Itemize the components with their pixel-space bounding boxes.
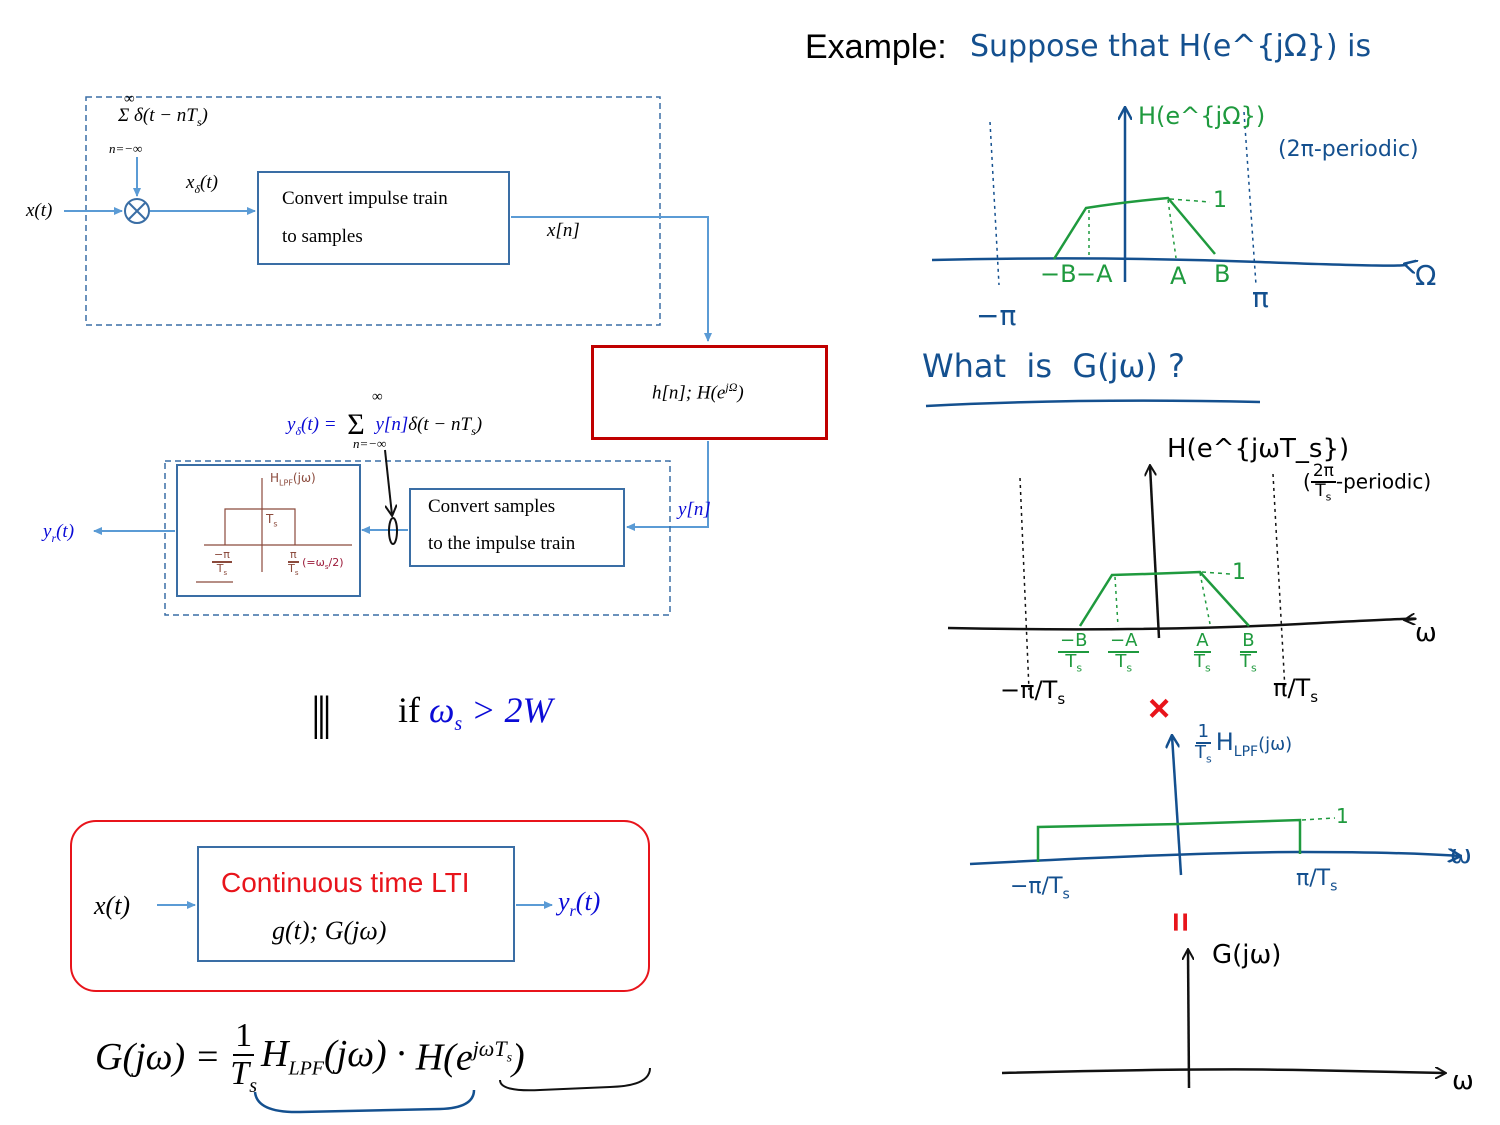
lpf-sketch-height: Ts: [266, 512, 278, 529]
ydelta-marker: [388, 517, 398, 545]
plot2-axes: [947, 466, 1417, 691]
times-symbol: ×: [1148, 688, 1171, 730]
plot2-curve: [1078, 570, 1250, 627]
plot1-curve: [1052, 196, 1216, 260]
lpf-sketch-title: HLPF(jω): [270, 471, 316, 488]
plot1-ylabel: H(e^{jΩ}): [1138, 102, 1266, 130]
plot3-axes: [969, 736, 1460, 876]
ydelta-sum-bottom: n=−∞: [353, 436, 387, 451]
yn-label: y[n]: [678, 499, 711, 520]
xt-input-label: x(t): [26, 200, 53, 221]
question-text: What is G(jω) ?: [922, 347, 1185, 385]
lti-subtitle: g(t); G(jω): [272, 916, 387, 945]
formula: G(jω) = 1 Ts HLPF(jω) · H(ejωTs): [95, 1017, 525, 1097]
xn-label: x[n]: [547, 220, 580, 241]
plot1-tick-minus-a: −A: [1076, 260, 1113, 288]
plot2-xlabel: ω: [1415, 618, 1437, 648]
plot1-tick-b: B: [1214, 260, 1231, 288]
plot1-tick-a: A: [1170, 262, 1187, 290]
plot3-level: 1: [1336, 804, 1349, 828]
plot4-axes: [1001, 950, 1445, 1089]
equals-symbol: =: [1160, 912, 1199, 932]
filter-box-label: h[n]; H(ejΩ): [652, 380, 744, 404]
plot1-minus-pi: −π: [976, 299, 1017, 332]
plot1-tick-minus-b: −B: [1040, 260, 1077, 288]
plot1-axes: [931, 108, 1406, 286]
lti-outer-frame: [70, 820, 650, 992]
reconstruct-region: [164, 460, 671, 616]
ydelta-equation: yδ(t) = Σ y[n]δ(t − nTs): [287, 408, 483, 441]
yn-connector: [626, 441, 709, 531]
plot2-minus-pi: −π/Ts: [1000, 676, 1066, 708]
plot3-curve: [1036, 817, 1336, 862]
multiplier-symbol: [124, 198, 150, 224]
filter-box: [591, 345, 828, 440]
xdelta-label: xδ(t): [186, 172, 218, 196]
example-text: Suppose that H(e^{jΩ}) is: [970, 29, 1372, 64]
convert-impulse-box: [257, 171, 510, 265]
plot2-level: 1: [1232, 560, 1246, 585]
underbrace-h: [499, 1067, 651, 1092]
underbrace-lpf: [253, 1089, 476, 1114]
example-label: Example:: [805, 28, 947, 66]
convert-impulse-line1: Convert impulse train: [282, 188, 448, 209]
ydelta-sum-top: ∞: [372, 389, 383, 405]
question-underline: [925, 399, 1261, 408]
plot1-note: (2π-periodic): [1278, 137, 1419, 162]
plot4-ylabel: G(jω): [1212, 940, 1282, 970]
convert-samples-line1: Convert samples: [428, 496, 556, 517]
convert-samples-box: [409, 488, 625, 567]
plot1-xlabel: Ω: [1415, 259, 1437, 292]
ydelta-pointer: [384, 449, 392, 515]
lti-input-label: x(t): [94, 891, 131, 920]
plot1-level: 1: [1213, 188, 1227, 213]
equivalence-symbol: |||: [311, 687, 332, 740]
plot2-ylabel: H(e^{jωT_s}): [1167, 434, 1350, 464]
convert-samples-line2: to the impulse train: [428, 533, 576, 554]
lti-box: [197, 846, 515, 962]
plot1-pi: π: [1252, 281, 1269, 314]
plot3-minus-pi: −π/Ts: [1010, 874, 1070, 903]
sum-top: ∞: [124, 91, 135, 107]
equivalence-condition: if ωs > 2W: [398, 690, 553, 736]
yr-output-label: yr(t): [43, 521, 75, 545]
lti-output-label: yr(t): [558, 887, 601, 921]
lpf-sketch-box: [176, 464, 361, 597]
plot3-pi: π/Ts: [1296, 866, 1338, 895]
lpf-sketch: [196, 478, 352, 583]
sum-bottom: n=−∞: [109, 141, 143, 156]
plot4-xlabel: ω: [1452, 1066, 1474, 1096]
xn-connector: [511, 216, 712, 342]
plot3-xlabel: ω: [1450, 840, 1472, 870]
impulse-train-label: Σ δ(t − nTs): [118, 105, 208, 129]
lti-title: Continuous time LTI: [221, 867, 470, 898]
plot2-pi: π/Ts: [1273, 674, 1319, 706]
convert-impulse-line2: to samples: [282, 226, 363, 247]
